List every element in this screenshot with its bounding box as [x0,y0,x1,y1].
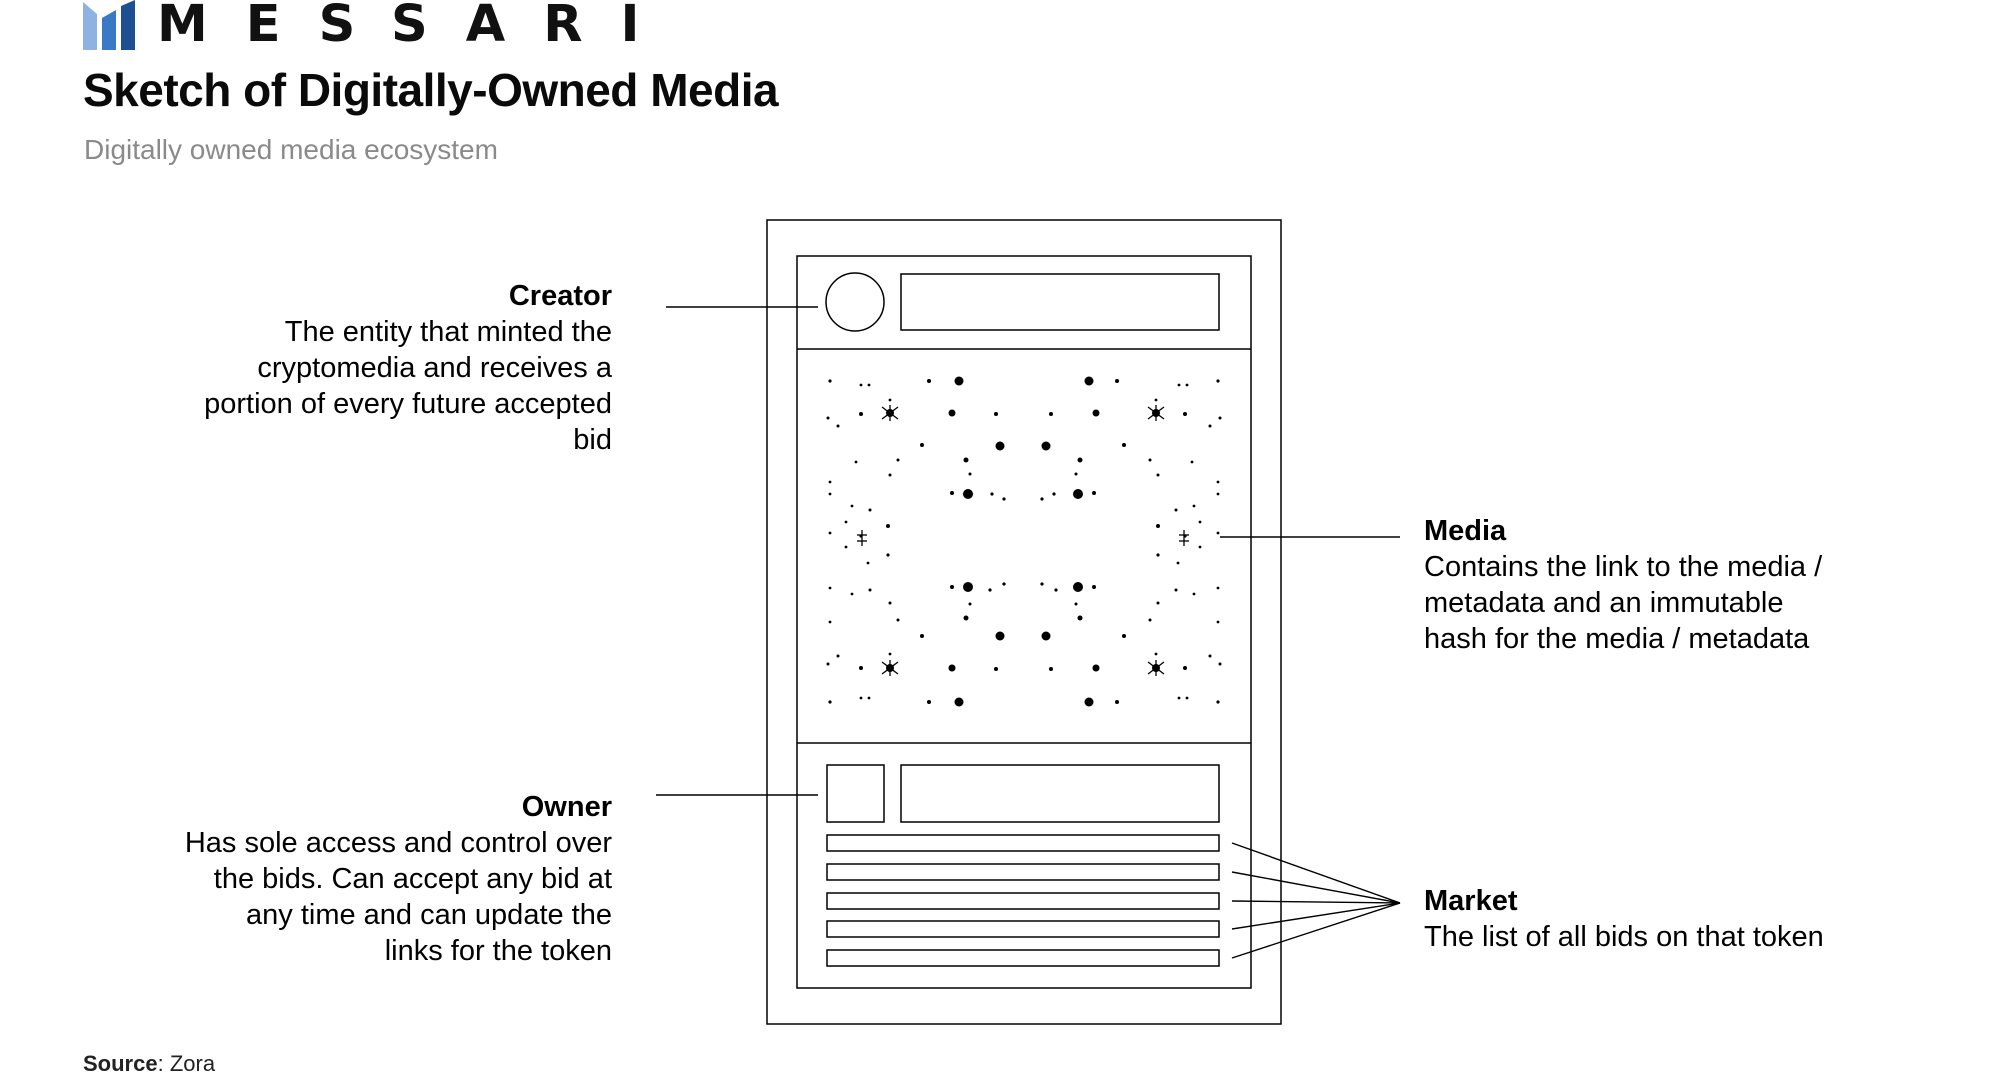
market-callout: Market The list of all bids on that toke… [1424,883,1824,955]
messari-logo-icon [83,0,135,50]
media-placeholder-pattern [826,376,1222,707]
media-line: Contains the link to the media / [1424,551,1823,583]
creator-line: The entity that minted the [284,316,612,348]
page-subtitle: Digitally owned media ecosystem [84,134,498,165]
owner-line: the bids. Can accept any bid at [213,863,612,895]
owner-callout: Owner Has sole access and control over t… [185,789,612,969]
creator-name-box [900,273,1220,331]
owner-avatar-square [826,764,885,823]
market-connectors [1231,842,1401,959]
creator-line: portion of every future accepted [204,388,612,420]
bid-row [826,834,1220,852]
media-line: hash for the media / metadata [1424,623,1810,655]
logo-text: MESSARI [157,0,678,54]
media-line: metadata and an immutable [1424,587,1784,619]
media-callout: Media Contains the link to the media / m… [1424,513,1822,657]
creator-line: bid [573,424,612,456]
messari-logo: MESSARI [83,0,677,50]
bid-row [826,920,1220,938]
outer-card [766,219,1282,1025]
owner-line: Has sole access and control over [184,827,612,859]
media-placeholder-crosses [857,405,1189,676]
owner-line: links for the token [384,935,612,967]
creator-line: cryptomedia and receives a [257,352,612,384]
owner-line: any time and can update the [246,899,612,931]
market-line: The list of all bids on that token [1424,921,1824,953]
creator-avatar-circle [825,272,885,332]
owner-name-box [900,764,1220,823]
media-title: Media [1424,515,1507,547]
bid-row [826,863,1220,881]
owner-title: Owner [521,791,612,823]
inner-card [796,255,1252,989]
page-title: Sketch of Digitally-Owned Media [83,64,779,116]
creator-title: Creator [508,280,612,312]
bid-row [826,892,1220,910]
market-title: Market [1424,885,1518,917]
creator-callout: Creator The entity that minted the crypt… [204,278,612,458]
source-note: Source: Zora [83,1051,215,1077]
bid-row [826,949,1220,967]
